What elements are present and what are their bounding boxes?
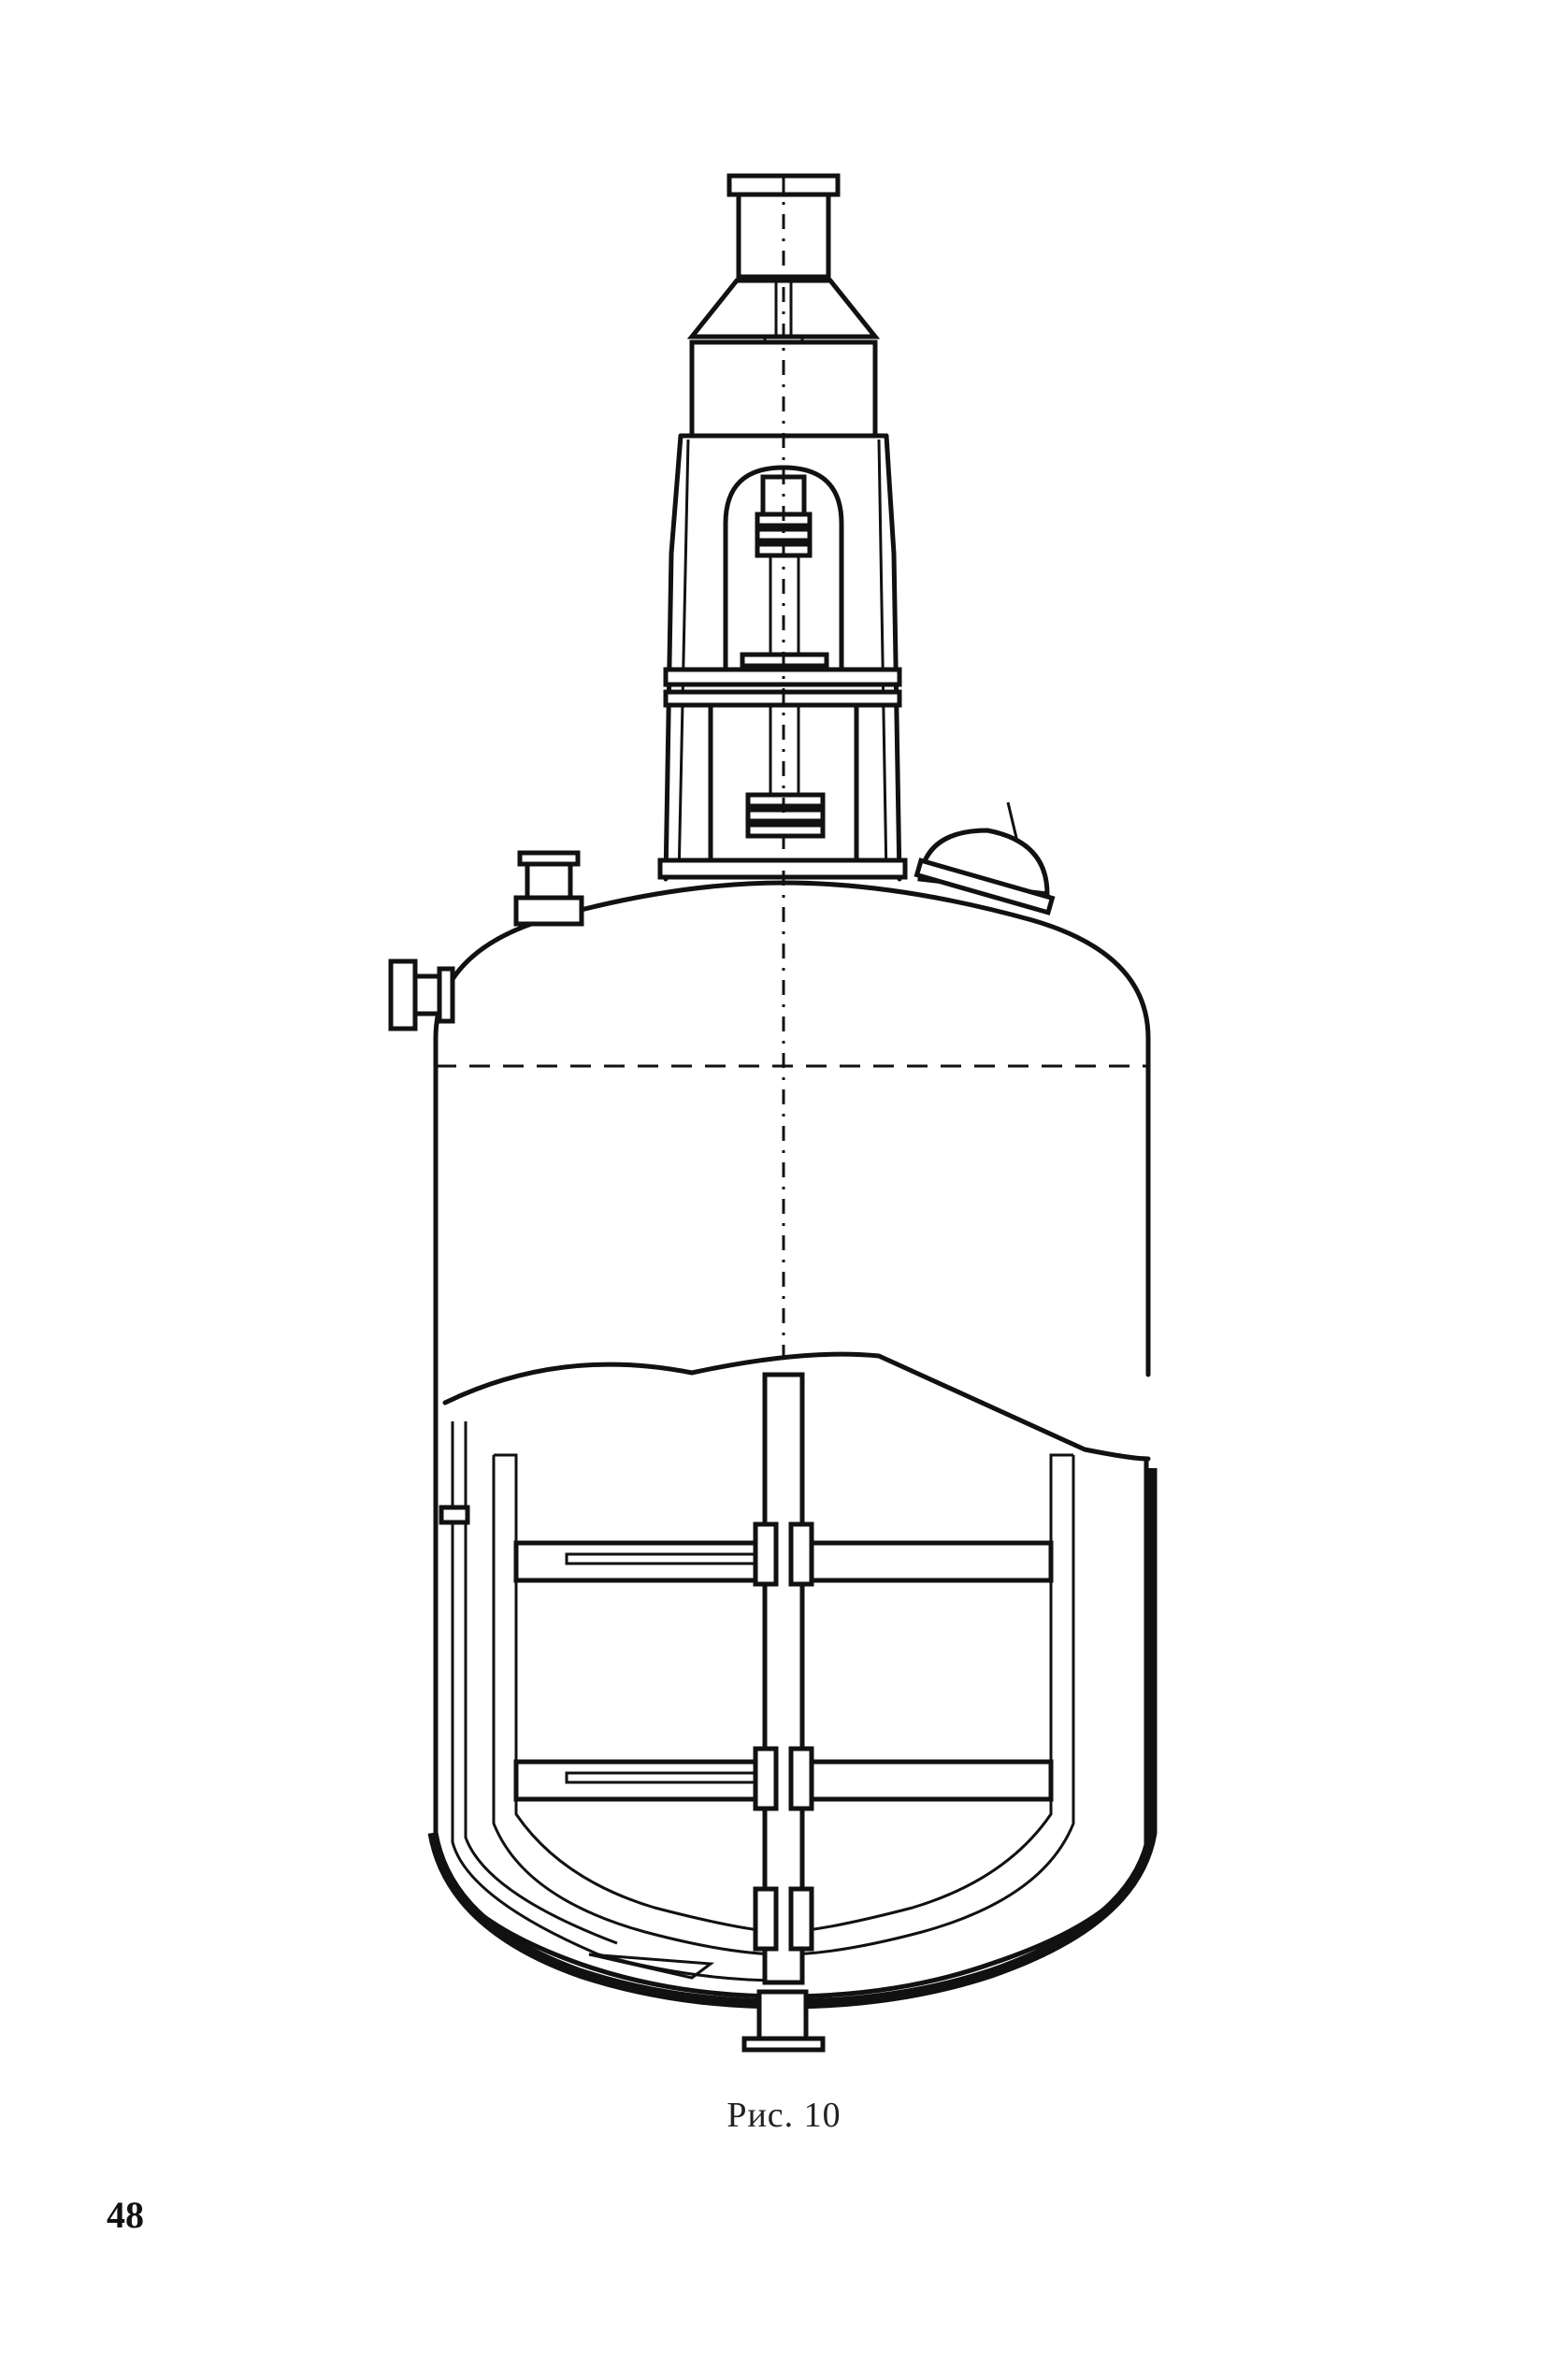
nozzles xyxy=(388,801,1056,2053)
figure-caption: Рис. 10 xyxy=(726,2096,842,2135)
agitator xyxy=(492,1372,1075,1985)
vessel-liner xyxy=(439,1421,784,1982)
page-number: 48 xyxy=(107,2194,144,2236)
gearbox xyxy=(678,278,889,439)
